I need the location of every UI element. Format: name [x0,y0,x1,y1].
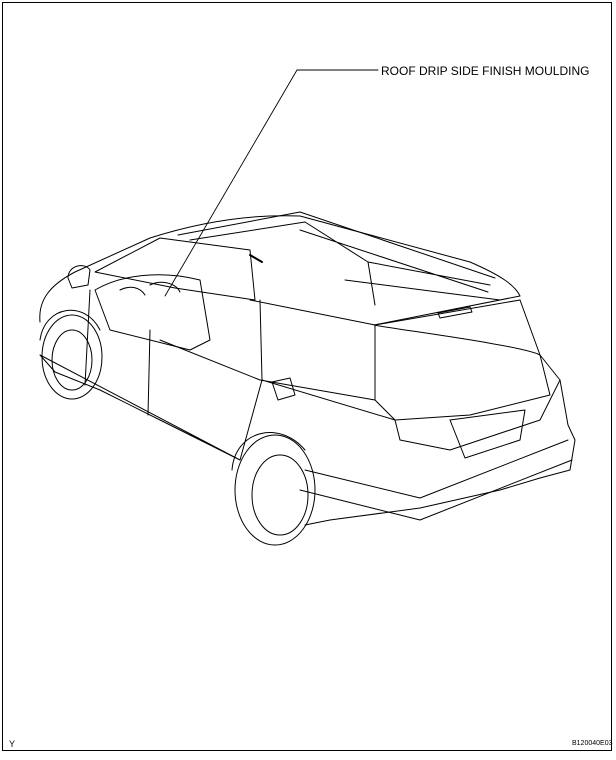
van-body-outline [39,215,576,526]
dashboard [94,274,211,351]
side-body [84,289,396,461]
high-mount-stop-lamp [437,306,473,319]
rear-wheel-hub [251,454,309,536]
callout-leader-line [164,69,379,297]
corner-mark: Y [9,739,16,749]
diagram-frame [2,2,612,751]
rear-bumper [299,439,573,521]
callout-label: ROOF DRIP SIDE FINISH MOULDING [381,64,590,78]
door-handle [271,377,296,401]
front-wheel-arch [39,309,101,341]
side-mirror [67,265,91,289]
front-wheel-hub [51,329,93,391]
rear-wheel-arch [231,432,306,471]
figure-code: B120040E03 [572,740,613,747]
rear-wheel [234,434,316,546]
front-window [94,237,256,301]
license-area [449,409,526,459]
front-wheel [41,314,103,400]
roof-drip-moulding [249,254,263,263]
roof-rail [177,211,501,306]
rear-hatch [374,299,561,451]
